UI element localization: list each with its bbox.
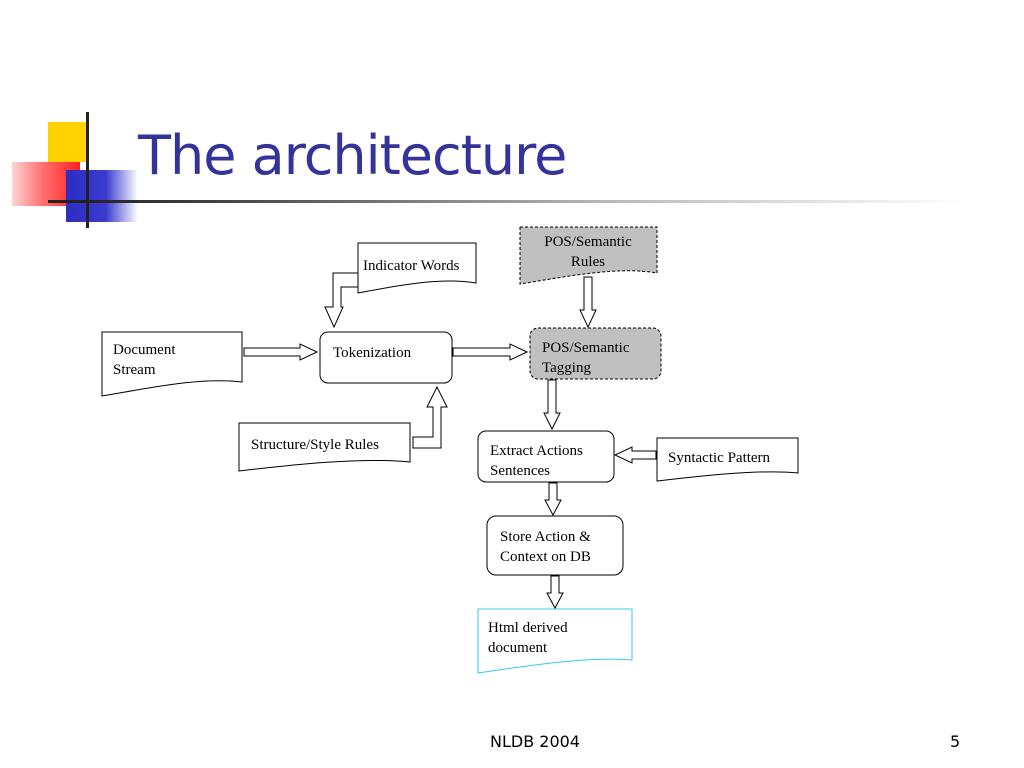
node-tokenization-label: Tokenization [333, 345, 412, 361]
arrow-tagging-to-extract [543, 379, 561, 431]
node-extract-actions-label-2: Sentences [490, 463, 550, 479]
node-structure-style-rules-label: Structure/Style Rules [251, 437, 379, 453]
node-indicator-words-label: Indicator Words [363, 258, 460, 274]
node-document-stream: Document Stream [101, 331, 243, 397]
logo-blue-square [66, 170, 138, 222]
logo-vertical-line [86, 112, 89, 228]
node-html-derived-label-1: Html derived [488, 620, 568, 636]
node-store-action-context: Store Action & Context on DB [486, 515, 624, 576]
node-syntactic-pattern-label: Syntactic Pattern [668, 450, 771, 466]
page-number: 5 [950, 732, 961, 751]
node-document-stream-label-1: Document [113, 342, 176, 358]
slide-title: The architecture [138, 124, 567, 187]
footer-text: NLDB 2004 [490, 732, 580, 751]
node-store-action-label-2: Context on DB [500, 549, 591, 565]
node-pos-semantic-rules-label-2: Rules [571, 254, 605, 270]
node-store-action-label-1: Store Action & [500, 529, 591, 545]
arrow-store-to-html [546, 575, 564, 610]
logo-yellow-square [48, 122, 88, 162]
arrow-indicator-to-tokenization [324, 265, 359, 329]
node-html-derived-label-2: document [488, 640, 548, 656]
arrow-structure-to-tokenization [412, 385, 448, 449]
node-pos-semantic-tagging-label-1: POS/Semantic [542, 340, 630, 356]
node-tokenization: Tokenization [319, 331, 453, 384]
arrow-extract-to-store [544, 482, 562, 517]
node-syntactic-pattern: Syntactic Pattern [656, 437, 799, 482]
logo-horizontal-line [48, 200, 88, 203]
arrow-syntactic-to-extract [613, 446, 657, 464]
node-document-stream-label-2: Stream [113, 362, 156, 378]
node-extract-actions-label-1: Extract Actions [490, 443, 583, 459]
node-extract-actions-sentences: Extract Actions Sentences [477, 430, 615, 483]
node-pos-semantic-rules: POS/Semantic Rules [519, 226, 658, 285]
node-pos-semantic-tagging-label-2: Tagging [542, 360, 591, 376]
arrow-rules-to-tagging [579, 276, 597, 329]
node-pos-semantic-tagging: POS/Semantic Tagging [529, 327, 662, 380]
node-html-derived-document: Html derived document [477, 608, 633, 674]
arrow-tokenization-to-tagging [452, 343, 529, 361]
arrow-document-to-tokenization [243, 343, 319, 361]
node-pos-semantic-rules-label-1: POS/Semantic [544, 234, 632, 250]
title-underline [88, 200, 968, 203]
node-indicator-words: Indicator Words [357, 242, 477, 294]
node-structure-style-rules: Structure/Style Rules [238, 422, 411, 472]
